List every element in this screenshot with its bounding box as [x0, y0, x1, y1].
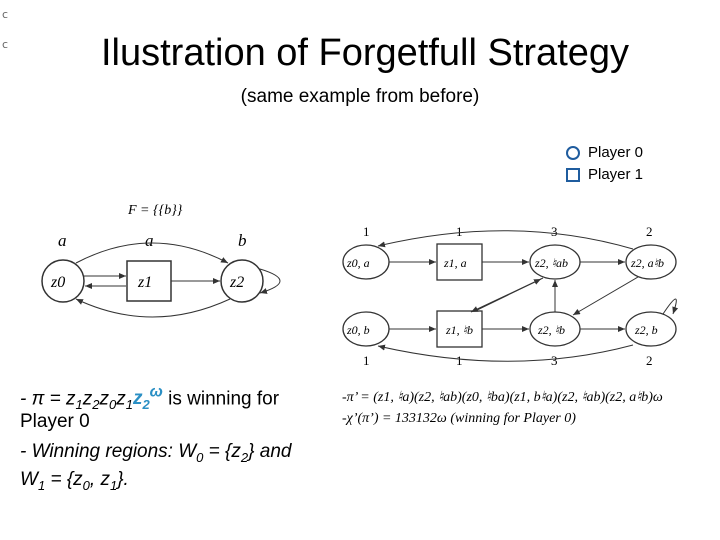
node-z0-b-label: z0, b	[346, 323, 370, 337]
node-z2-anb	[625, 244, 677, 280]
w1-end: }.	[117, 469, 129, 490]
w1-sep: , z	[89, 469, 110, 490]
accepting-set-label: F = {{b}}	[128, 203, 183, 218]
bullet-winning-regions: - Winning regions: W0 = {z2} and	[20, 441, 292, 465]
chi-line: -χ’(π’) = 133132ω (winning for Player 0)	[342, 411, 576, 426]
node-z1-a-label: z1, a	[443, 256, 467, 270]
slide-title: Ilustration of Forgetfull Strategy	[100, 32, 630, 74]
corner-mark-1: c	[2, 8, 9, 21]
priority-bottom-1: 1	[363, 353, 370, 368]
edge-cross-3	[474, 278, 542, 312]
bullet-pi-line2: Player 0	[20, 411, 90, 432]
node-z1-nb-label: z1, ♮b	[445, 323, 473, 337]
bullet-winning-regions-2: W1 = {z0, z1}.	[20, 469, 129, 493]
label-a-left: a	[58, 231, 67, 250]
priority-top-3: 3	[551, 224, 558, 239]
pi-prime-line: -π’ = (z1, ♮a)(z2, ♮ab)(z0, ♮ba)(z1, b♮a…	[342, 390, 663, 405]
edge-bottom-return	[377, 344, 634, 362]
edge-top-return	[377, 230, 634, 250]
edge-z2-self	[259, 268, 281, 294]
pi-tail: is winning for	[162, 388, 280, 410]
bullet-pi-line: - π = z1z2z0z1z2ω is winning for	[20, 384, 280, 413]
square-icon	[566, 167, 580, 182]
pi-omega-term: z2ω	[132, 384, 163, 413]
node-z0-label: z0	[50, 274, 65, 291]
legend-player1-label: Player 1	[588, 166, 644, 183]
corner-marks: c c	[2, 0, 8, 60]
node-z2-nab-label: z2, ♮ab	[534, 256, 568, 270]
node-z0	[41, 259, 85, 303]
w1-prefix: W	[20, 469, 38, 490]
edge-z2-z0-bottom	[75, 298, 231, 318]
node-z1-label: z1	[137, 274, 152, 291]
priority-bottom-3: 3	[551, 353, 558, 368]
edge-z0-z2-top	[75, 242, 229, 264]
node-z2-nb-label: z2, ♮b	[537, 323, 565, 337]
circle-icon	[566, 145, 580, 160]
legend-player1: Player 1	[566, 166, 643, 183]
edge-z2b-self	[662, 298, 679, 315]
w1-mid: = {z	[45, 469, 83, 490]
node-z2-label: z2	[229, 274, 244, 291]
wr-mid: = {z	[203, 441, 241, 462]
priority-top-4: 2	[646, 224, 653, 239]
node-z2-anb-label: z2, a♮b	[630, 256, 664, 270]
node-z2	[220, 259, 264, 303]
priority-top-2: 1	[456, 224, 463, 239]
legend-player0: Player 0	[566, 144, 643, 161]
edge-cross-2	[572, 276, 639, 316]
wr-prefix: - Winning regions: W	[20, 441, 197, 462]
left-game-graph: a a b z0 z1 z2	[41, 231, 281, 318]
label-a-mid: a	[145, 231, 154, 250]
node-z2-b-label: z2, b	[634, 323, 658, 337]
priority-top-1: 1	[363, 224, 370, 239]
corner-mark-2: c	[2, 38, 9, 51]
right-product-graph: 1 1 3 2 z0, a z1, a z2, ♮ab z2, a♮b z0, …	[342, 224, 679, 368]
label-b-right: b	[238, 231, 247, 250]
node-z0-a-label: z0, a	[346, 256, 370, 270]
slide-subtitle: (same example from before)	[240, 86, 480, 107]
wr-end: } and	[248, 441, 292, 462]
priority-bottom-4: 2	[646, 353, 653, 368]
legend-player0-label: Player 0	[588, 144, 644, 161]
priority-bottom-2: 1	[456, 353, 463, 368]
node-z2-b	[625, 311, 677, 347]
pi-prefix: - π = z	[20, 388, 76, 410]
